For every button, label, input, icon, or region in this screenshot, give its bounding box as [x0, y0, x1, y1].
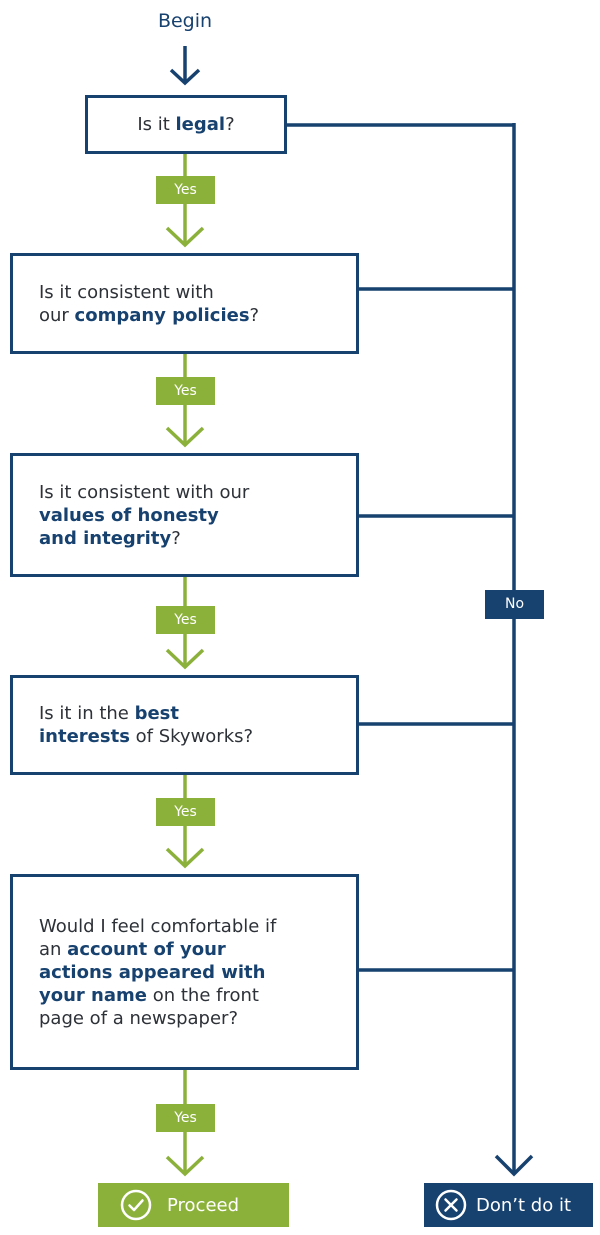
x-circle-icon: [435, 1189, 467, 1221]
proceed-label: Proceed: [167, 1194, 240, 1216]
question-emphasis: company policies: [74, 304, 250, 326]
proceed-outcome: Proceed: [98, 1183, 289, 1227]
question-fragment: of Skyworks?: [129, 726, 254, 747]
dont-do-it-label: Don’t do it: [476, 1194, 572, 1216]
yes-label: Yes: [156, 176, 215, 204]
question-emphasis: values of honesty: [39, 504, 219, 526]
begin-arrow: [169, 46, 201, 86]
dont-do-it-outcome: Don’t do it: [424, 1183, 593, 1227]
question-fragment: our: [39, 304, 75, 326]
question-fragment: page of a newspaper?: [39, 1007, 238, 1029]
yes-label: Yes: [156, 377, 215, 405]
question-fragment: Is it consistent with our: [39, 481, 250, 503]
question-fragment: ?: [225, 114, 235, 135]
question-legal: Is it legal?: [85, 95, 287, 154]
question-fragment: Would I feel comfortable if: [39, 915, 277, 937]
yes-label: Yes: [156, 606, 215, 634]
question-fragment: ?: [249, 304, 260, 326]
question-fragment: Is it consistent with: [39, 281, 214, 303]
yes-label: Yes: [156, 1104, 215, 1132]
yes-label: Yes: [156, 798, 215, 826]
question-emphasis: actions appeared with: [39, 961, 266, 983]
question-emphasis: your name: [39, 984, 147, 1006]
question-fragment: ?: [171, 527, 181, 549]
question-emphasis: interests: [39, 726, 130, 747]
no-connectors: [287, 123, 534, 1177]
question-emphasis: legal: [175, 114, 226, 135]
question-text: Is it legal?: [137, 113, 234, 136]
check-circle-icon: [120, 1189, 152, 1221]
question-emphasis: best: [134, 703, 180, 724]
question-fragment: an: [39, 938, 68, 960]
question-emphasis: and integrity: [39, 527, 172, 549]
question-emphasis: account of your: [67, 938, 226, 960]
question-fragment: Is it in the: [39, 703, 135, 724]
question-fragment: Is it: [137, 114, 176, 135]
begin-label: Begin: [157, 10, 213, 32]
no-label: No: [485, 590, 544, 619]
question-fragment: on the front: [146, 984, 259, 1006]
